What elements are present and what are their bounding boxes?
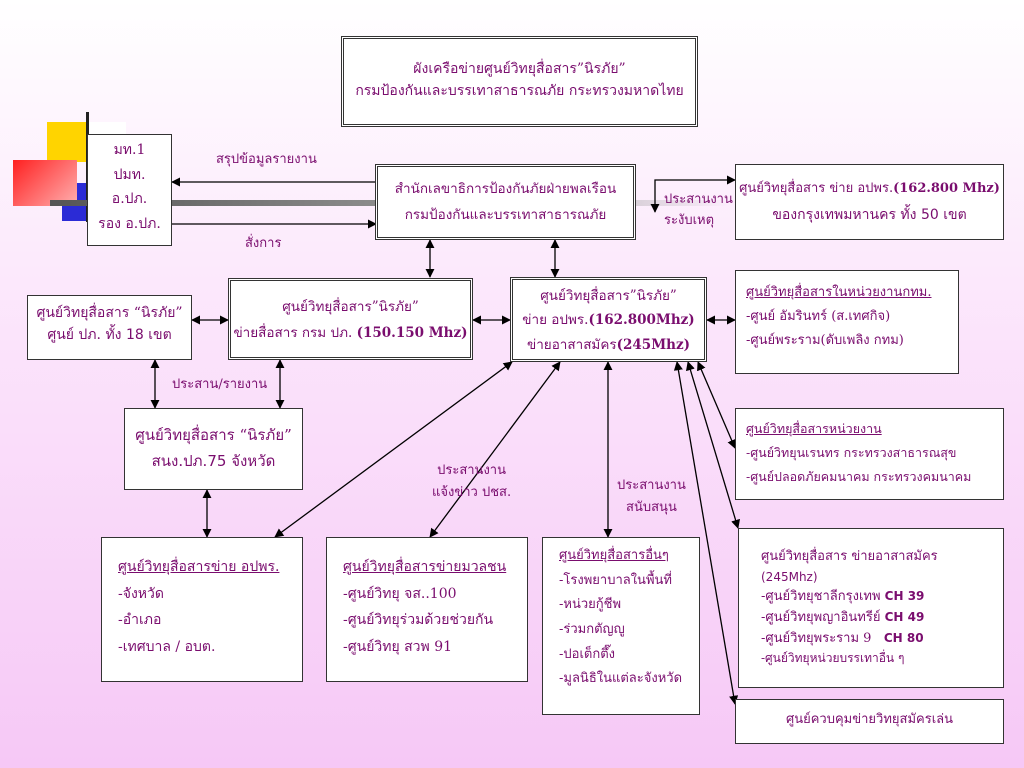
volunteer-item: -ศูนย์วิทยุพญาอินทรีย์ CH 49 — [761, 609, 925, 625]
bkk-opwr-box: ศูนย์วิทยุสื่อสาร ข่าย อปพร.(162.800 Mhz… — [735, 164, 1004, 240]
bkk-line-1: ศูนย์วิทยุสื่อสาร ข่าย อปพร. — [739, 181, 894, 196]
label-coord-support-2: สนับสนุน — [626, 500, 677, 516]
province-count: 75 — [207, 451, 227, 470]
arrow-main-opwr — [274, 361, 513, 538]
other-item: -โรงพยาบาลในพื้นที่ — [559, 572, 672, 588]
bma-item: -ศูนย์ อัมรินทร์ (ส.เทศกิจ) — [746, 309, 891, 325]
agency-box: ศูนย์วิทยุสื่อสารหน่วยงาน -ศูนย์วิทยุนเร… — [735, 408, 1004, 500]
main-line-3: ข่ายอาสาสมัคร — [526, 336, 617, 353]
dept-line-1: ศูนย์วิทยุสื่อสาร”นิรภัย” — [282, 299, 419, 315]
label-coord-news-2: แจ้งข่าว ปชส. — [432, 485, 512, 501]
label-coord-alert-1: ประสานงาน — [664, 192, 733, 207]
other-item: -ร่วมกตัญญู — [559, 622, 625, 638]
label-coord-news-1: ประสานงาน — [437, 463, 506, 478]
center-18-line-1: ศูนย์วิทยุสื่อสาร “นิรภัย” — [36, 305, 183, 321]
volunteer-box: ศูนย์วิทยุสื่อสาร ข่ายอาสาสมัคร (245Mhz)… — [738, 528, 1004, 688]
bkk-line-2-suffix: เขต — [938, 206, 967, 223]
ministry-item: ปมท. — [113, 166, 146, 183]
ministry-item: อ.ปภ. — [111, 191, 148, 207]
ministry-item: มท.1 — [113, 142, 146, 158]
label-coord-support-1: ประสานงาน — [617, 478, 686, 493]
bkk-line-2: ของกรุงเทพมหานคร ทั้ง — [772, 206, 921, 223]
other-item: -ปอเต็กตึ๊ง — [559, 646, 615, 662]
province-line-2: สนง.ปภ. — [151, 451, 208, 470]
label-coord-alert-2: ระงับเหตุ — [664, 212, 715, 228]
other-item: -หน่วยกู้ชีพ — [559, 597, 622, 613]
center-18-box: ศูนย์วิทยุสื่อสาร “นิรภัย” ศูนย์ ปภ. ทั้… — [27, 295, 192, 360]
other-title: ศูนย์วิทยุสื่อสารอื่นๆ — [559, 548, 669, 563]
mass-item: -ศูนย์วิทยุ สวพ 91 — [343, 638, 453, 655]
opwr-item: -เทศบาล / อบต. — [118, 638, 216, 655]
arrow-main-mass — [429, 361, 561, 538]
label-command: สั่งการ — [245, 236, 282, 251]
main-center-box: ศูนย์วิทยุสื่อสาร”นิรภัย” ข่าย อปพร.(162… — [510, 277, 707, 362]
volunteer-item: -ศูนย์วิทยุชาลีกรุงเทพ CH 39 — [761, 588, 925, 604]
main-line-1: ศูนย์วิทยุสื่อสาร”นิรภัย” — [540, 288, 677, 304]
label-coord-support: ประสานงาน สนับสนุน — [617, 475, 686, 519]
agency-item: -ศูนย์ปลอดภัยคมนาคม กระทรวงคมนาคม — [746, 468, 972, 484]
main-line-2: ข่าย อปพร. — [522, 312, 589, 329]
dept-network-box: ศูนย์วิทยุสื่อสาร”นิรภัย” ข่ายสื่อสาร กร… — [228, 278, 473, 360]
volunteer-item-last: -ศูนย์วิทยุหน่วยบรรเทาอื่น ๆ — [761, 651, 905, 666]
label-coord-report: ประสาน/รายงาน — [172, 377, 268, 392]
secretariat-line-1: สำนักเลขาธิการป้องกันภัยฝ่ายพลเรือน — [394, 181, 617, 197]
amateur-text: ศูนย์ควบคุมข่ายวิทยุสมัครเล่น — [785, 712, 954, 727]
center-18-line-2: ศูนย์ ปภ. ทั้ง — [47, 326, 126, 343]
province-line-1: ศูนย์วิทยุสื่อสาร “นิรภัย” — [135, 426, 292, 444]
dept-line-2: ข่ายสื่อสาร กรม ปภ. — [233, 324, 357, 341]
other-centers-box: ศูนย์วิทยุสื่อสารอื่นๆ -โรงพยาบาลในพื้นท… — [542, 537, 700, 715]
province-suffix: จังหวัด — [226, 451, 276, 470]
ministry-box: มท.1 ปมท. อ.ปภ. รอง อ.ปภ. — [87, 134, 172, 246]
label-summary-report: สรุปข้อมูลรายงาน — [216, 152, 317, 167]
secretariat-line-2: กรมป้องกันและบรรเทาสาธารณภัย — [404, 206, 607, 223]
title-line-1: ผังเครือข่ายศูนย์วิทยุสื่อสาร”นิรภัย” — [413, 61, 626, 77]
center-18-suffix: เขต — [143, 326, 172, 343]
opwr-network-box: ศูนย์วิทยุสื่อสารข่าย อปพร. -จังหวัด -อำ… — [101, 537, 303, 682]
decorative-square-red — [13, 160, 77, 206]
arrow-bkk-coord — [650, 175, 736, 213]
bma-box: ศูนย์วิทยุสื่อสารในหน่วยงานกทม. -ศูนย์ อ… — [735, 270, 959, 374]
center-count: 18 — [125, 326, 144, 343]
opwr-item: -อำเภอ — [118, 612, 162, 629]
main-opwr-frequency: (162.800Mhz) — [588, 312, 695, 329]
volunteer-frequency: (245Mhz) — [761, 569, 818, 584]
decorative-square-white — [88, 122, 126, 134]
decorative-square-yellow — [47, 122, 87, 162]
bma-item: -ศูนย์พระราม(ดับเพลิง กทม) — [746, 333, 904, 349]
bkk-frequency: (162.800 Mhz) — [893, 181, 1000, 196]
arrow-main-agency — [697, 361, 736, 449]
other-item: -มูลนิธิในแต่ละจังหวัด — [559, 671, 683, 687]
dept-frequency: (150.150 Mhz) — [356, 324, 468, 341]
amateur-control-box: ศูนย์ควบคุมข่ายวิทยุสมัครเล่น — [735, 699, 1004, 744]
province-75-box: ศูนย์วิทยุสื่อสาร “นิรภัย” สนง.ปภ.75 จัง… — [124, 408, 303, 490]
mass-network-box: ศูนย์วิทยุสื่อสารข่ายมวลชน -ศูนย์วิทยุ จ… — [326, 537, 528, 682]
secretariat-box: สำนักเลขาธิการป้องกันภัยฝ่ายพลเรือน กรมป… — [375, 164, 636, 240]
opwr-title: ศูนย์วิทยุสื่อสารข่าย อปพร. — [118, 559, 280, 575]
arrow-main-volunteer — [686, 361, 740, 529]
volunteer-item: -ศูนย์วิทยุพระราม 9 CH 80 — [761, 630, 924, 646]
channel-badge: CH 49 — [884, 609, 925, 624]
opwr-item: -จังหวัด — [118, 585, 164, 602]
channel-badge: CH 39 — [884, 588, 925, 603]
mass-item: -ศูนย์วิทยุ จส..100 — [343, 585, 457, 602]
channel-badge: CH 80 — [883, 630, 924, 645]
bkk-district-count: 50 — [920, 206, 939, 223]
agency-item: -ศูนย์วิทยุนเรนทร กระทรวงสาธารณสุข — [746, 444, 957, 460]
title-box: ผังเครือข่ายศูนย์วิทยุสื่อสาร”นิรภัย” กร… — [341, 36, 698, 127]
agency-title: ศูนย์วิทยุสื่อสารหน่วยงาน — [746, 421, 882, 436]
main-volunteer-frequency: (245Mhz) — [616, 336, 691, 353]
label-coord-alert: ประสานงาน ระงับเหตุ — [664, 190, 733, 232]
label-coord-news: ประสานงาน แจ้งข่าว ปชส. — [432, 460, 511, 504]
mass-item: -ศูนย์วิทยุร่วมด้วยช่วยกัน — [343, 612, 494, 629]
arrow-main-amateur — [673, 361, 739, 705]
title-line-2: กรมป้องกันและบรรเทาสาธารณภัย กระทรวงมหาด… — [355, 82, 684, 99]
ministry-item: รอง อ.ปภ. — [98, 215, 161, 232]
bma-title: ศูนย์วิทยุสื่อสารในหน่วยงานกทม. — [746, 285, 932, 300]
mass-title: ศูนย์วิทยุสื่อสารข่ายมวลชน — [343, 559, 507, 575]
volunteer-line-1: ศูนย์วิทยุสื่อสาร ข่ายอาสาสมัคร — [761, 549, 938, 564]
